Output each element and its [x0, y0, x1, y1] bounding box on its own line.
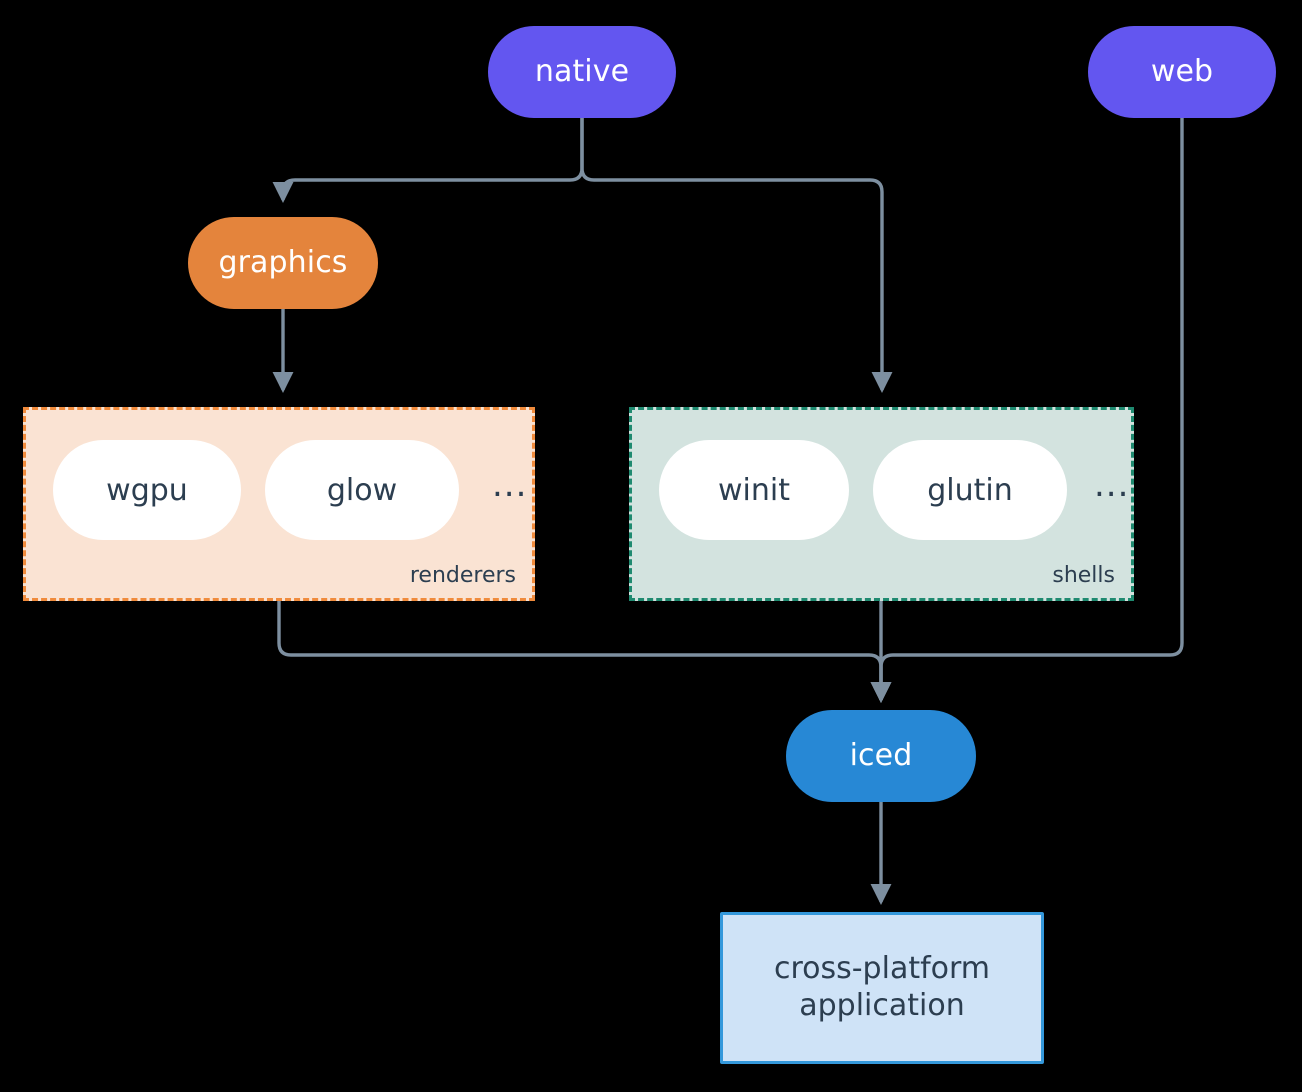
node-iced[interactable]: iced: [786, 710, 976, 802]
node-application[interactable]: cross-platform application: [720, 912, 1044, 1064]
chip-wgpu[interactable]: wgpu: [53, 440, 241, 540]
node-native[interactable]: native: [488, 26, 676, 118]
group-renderers: wgpu glow ... renderers: [23, 407, 535, 601]
chip-glutin[interactable]: glutin: [873, 440, 1067, 540]
renderers-more-ellipsis: ...: [492, 465, 528, 505]
node-web[interactable]: web: [1088, 26, 1276, 118]
node-application-line1: cross-platform: [773, 951, 991, 987]
chip-wgpu-label: wgpu: [106, 472, 188, 508]
node-web-label: web: [1150, 53, 1214, 89]
chip-glutin-label: glutin: [927, 472, 1013, 508]
group-shells-label: shells: [1052, 563, 1115, 588]
chip-winit[interactable]: winit: [659, 440, 849, 540]
node-native-label: native: [534, 53, 630, 89]
node-graphics-label: graphics: [218, 244, 348, 280]
edge-native-to-graphics: [272, 118, 584, 203]
chip-glow[interactable]: glow: [265, 440, 459, 540]
shells-more-ellipsis: ...: [1094, 465, 1130, 505]
edge-native-to-shells: [580, 118, 893, 393]
node-iced-label: iced: [849, 737, 913, 773]
chip-glow-label: glow: [326, 472, 398, 508]
group-renderers-label: renderers: [409, 563, 516, 588]
edge-renderers-to-iced: [277, 601, 892, 703]
chip-winit-label: winit: [718, 472, 790, 508]
node-application-line2: application: [799, 988, 965, 1023]
node-graphics[interactable]: graphics: [188, 217, 378, 309]
group-shells: winit glutin ... shells: [629, 407, 1134, 601]
